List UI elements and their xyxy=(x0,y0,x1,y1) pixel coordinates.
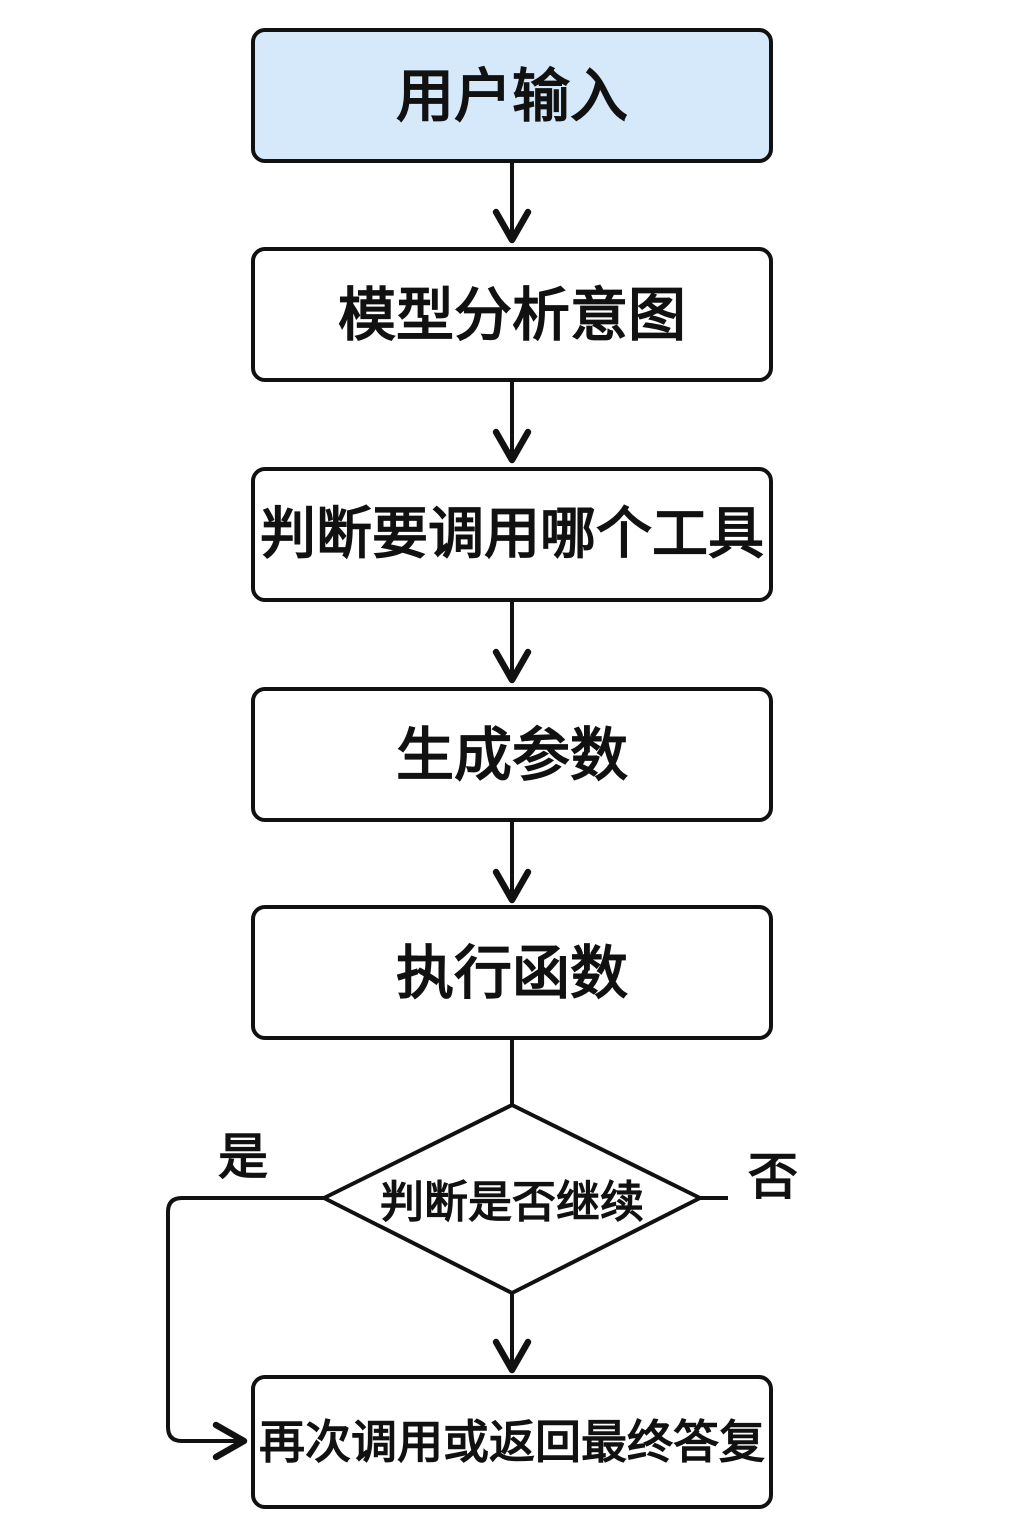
node-user-input: 用户输入 xyxy=(251,28,773,163)
branch-yes-label: 是 xyxy=(218,1128,268,1186)
node-analyze-intent: 模型分析意图 xyxy=(251,247,773,382)
node-analyze-intent-label: 模型分析意图 xyxy=(337,280,686,349)
node-execute-function-label: 执行函数 xyxy=(395,938,628,1007)
node-choose-tool: 判断要调用哪个工具 xyxy=(251,467,773,602)
branch-no-label: 否 xyxy=(748,1148,798,1206)
node-generate-params: 生成参数 xyxy=(251,687,773,822)
node-user-input-label: 用户输入 xyxy=(395,61,628,130)
decision-label: 判断是否继续 xyxy=(330,1168,694,1228)
node-choose-tool-label: 判断要调用哪个工具 xyxy=(260,501,764,567)
yes-branch-connector xyxy=(166,1196,324,1461)
node-final-label: 再次调用或返回最终答复 xyxy=(259,1415,765,1469)
decision-label-text: 判断是否继续 xyxy=(380,1177,644,1228)
node-final: 再次调用或返回最终答复 xyxy=(251,1375,773,1509)
node-execute-function: 执行函数 xyxy=(251,905,773,1040)
node-generate-params-label: 生成参数 xyxy=(395,720,628,789)
